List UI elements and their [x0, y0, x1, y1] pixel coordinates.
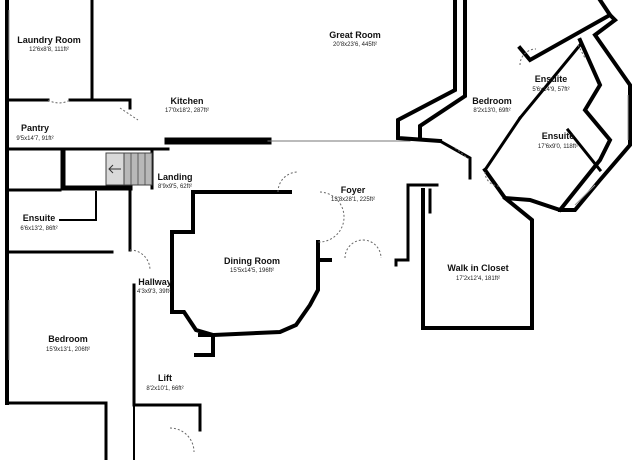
doors	[47, 44, 586, 453]
room-dims-great: 20'8x23'6, 445ft²	[333, 42, 377, 48]
hallway-door	[129, 249, 151, 271]
room-dims-walkin: 17'2x12'4, 181ft²	[456, 276, 500, 282]
bedroom-door	[454, 147, 471, 161]
room-dims-hallway: 4'3x9'3, 39ft²	[137, 289, 171, 295]
room-name-foyer: Foyer	[341, 185, 366, 195]
room-dims-pantry: 9'5x14'7, 91ft²	[16, 136, 53, 142]
room-name-ensuite-right: Ensuite	[542, 131, 575, 141]
windows	[8, 10, 629, 360]
room-name-laundry: Laundry Room	[17, 35, 81, 45]
ensuite-top-door-2	[577, 44, 586, 59]
room-dims-dining: 15'5x14'5, 196ft²	[230, 268, 274, 274]
room-labels: Laundry Room 12'6x8'8, 111ft² Great Room…	[16, 30, 578, 392]
room-name-walkin: Walk in Closet	[447, 263, 508, 273]
walls	[5, 0, 632, 460]
room-dims-ensuite-left: 6'6x13'2, 86ft²	[20, 226, 57, 232]
room-name-dining: Dining Room	[224, 256, 280, 266]
room-dims-ensuite-top: 5'6x14'9, 57ft²	[532, 87, 569, 93]
room-name-hallway: Hallway	[138, 277, 172, 287]
room-dims-kitchen: 17'0x18'2, 287ft²	[165, 108, 209, 114]
window-ensuite-2	[574, 184, 596, 206]
room-name-ensuite-left: Ensuite	[23, 213, 56, 223]
laundry-door	[47, 99, 71, 104]
room-dims-bedroom-right: 8'2x13'0, 69ft²	[473, 108, 510, 114]
room-dims-bedroom-left: 15'9x13'1, 206ft²	[46, 347, 90, 353]
kitchen-door	[119, 107, 139, 121]
stairs	[105, 152, 153, 186]
room-name-ensuite-top: Ensuite	[535, 74, 568, 84]
arrow-left-icon	[108, 164, 121, 174]
room-dims-lift: 8'2x10'1, 66ft²	[146, 386, 183, 392]
room-dims-landing: 8'9x9'5, 62ft²	[158, 184, 192, 190]
room-name-kitchen: Kitchen	[170, 96, 203, 106]
room-name-landing: Landing	[158, 172, 193, 182]
dining-door	[277, 171, 299, 193]
room-name-bedroom-right: Bedroom	[472, 96, 512, 106]
room-dims-foyer: 13'8x28'1, 225ft²	[331, 197, 375, 203]
ensuite-door	[484, 171, 500, 187]
foyer-double-door	[344, 239, 382, 259]
entry-door	[169, 427, 195, 453]
room-name-bedroom-left: Bedroom	[48, 334, 88, 344]
room-name-great: Great Room	[329, 30, 381, 40]
ensuite-top-door	[519, 48, 537, 66]
room-name-pantry: Pantry	[21, 123, 49, 133]
room-dims-laundry: 12'6x8'8, 111ft²	[29, 47, 69, 53]
room-dims-ensuite-right: 17'6x9'0, 118ft²	[538, 144, 578, 150]
room-name-lift: Lift	[158, 373, 172, 383]
